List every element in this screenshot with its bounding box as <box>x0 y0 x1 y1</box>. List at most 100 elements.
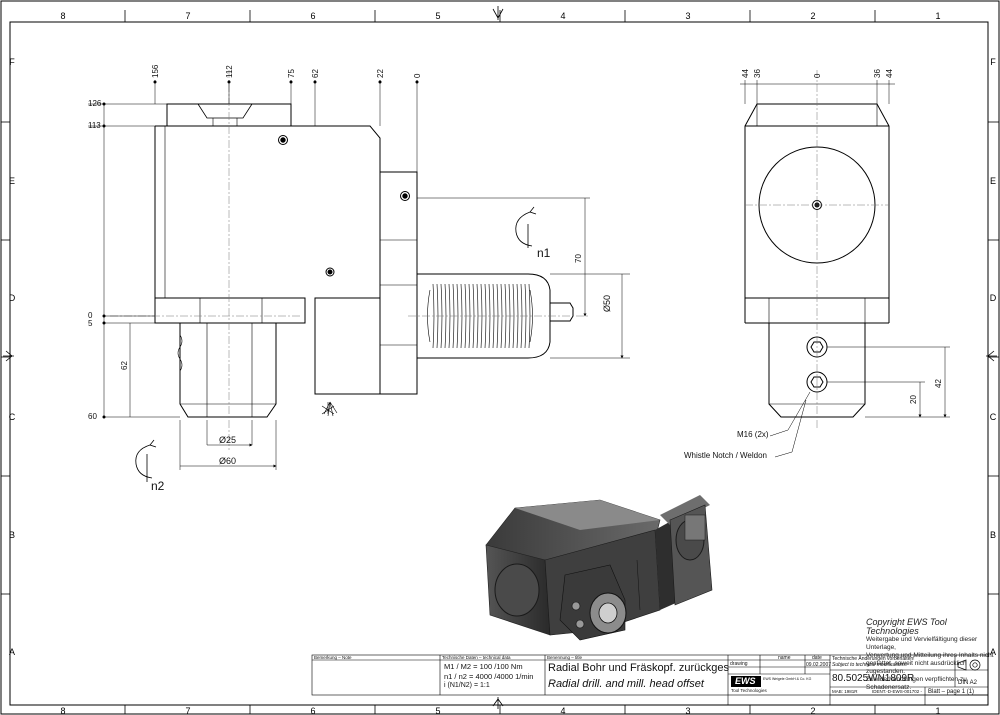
ews-logo-sub: Tool Technologies <box>731 688 767 693</box>
front-left-dim-label: 126 <box>88 99 102 108</box>
front-left-dim-label: 0 <box>88 311 93 320</box>
front-dimensions <box>88 80 630 470</box>
date-value: 09.02.2007 <box>806 662 832 668</box>
front-top-dim-label: 62 <box>311 69 320 78</box>
drawing-title-en: Radial drill. and mill. head offset <box>548 678 704 690</box>
sheet-page: Blatt – page 1 (1) <box>928 689 975 695</box>
sheet-format: DIN A2 <box>958 680 978 686</box>
spindle-threads <box>427 283 533 349</box>
column-label: 3 <box>685 706 690 715</box>
row-label: D <box>990 293 997 303</box>
front-top-dim-label: 112 <box>225 65 234 78</box>
side-dimensions <box>740 80 950 458</box>
row-label: E <box>990 176 996 186</box>
front-centerlines <box>110 70 590 450</box>
tech-label: Technische Daten – technical data <box>442 655 511 660</box>
part-number: 80.5025WN1809R <box>832 673 915 684</box>
dia-shank-label: Ø25 <box>219 435 237 445</box>
centering-marks <box>3 6 997 709</box>
column-label: 5 <box>435 706 440 715</box>
rotation-n2-icon <box>135 439 157 482</box>
column-label: 2 <box>810 11 815 21</box>
row-label: F <box>990 57 996 67</box>
m16-callout: M16 (2x) <box>737 430 769 439</box>
ews-logo <box>731 676 761 687</box>
row-label: A <box>9 647 15 657</box>
ratio-value: i (N1/N2) = 1:1 <box>444 682 490 689</box>
front-left-dim-label: 62 <box>120 361 129 370</box>
row-ticks <box>1 121 999 595</box>
n2-label: n2 <box>151 479 165 493</box>
column-label: 3 <box>685 11 690 21</box>
date-label: date <box>812 655 822 661</box>
copyright-note: Copyright EWS Tool Technologies Weiterga… <box>866 618 1000 692</box>
row-label: F <box>9 57 15 67</box>
row-label: A <box>990 647 996 657</box>
copyright-title: Copyright EWS Tool Technologies <box>866 617 947 636</box>
torque-value: M1 / M2 = 100 /100 Nm <box>444 662 523 671</box>
projection-symbol-icon <box>957 659 981 671</box>
row-label: E <box>9 176 15 186</box>
front-left-dim-label: 5 <box>88 319 93 328</box>
column-label: 6 <box>310 706 315 715</box>
front-left-dim-label: 113 <box>88 121 101 130</box>
row-label: D <box>9 293 16 303</box>
front-top-dim-label: 156 <box>151 64 160 78</box>
isometric-render <box>485 495 713 641</box>
n1-label: n1 <box>537 246 551 260</box>
side-top-dim-label: 44 <box>741 69 750 78</box>
name-label: name <box>778 655 791 661</box>
weldon-callout: Whistle Notch / Weldon <box>684 451 767 460</box>
side-top-dim-label: 36 <box>873 69 882 78</box>
front-dim-ticks <box>102 80 419 419</box>
front-top-dim-label: 75 <box>287 69 296 78</box>
copyright-line: Weitergabe und Vervielfältigung dieser U… <box>866 636 978 651</box>
company-name: EWS Weigele GmbH & Co. KG <box>763 677 812 681</box>
rotation-n1-icon <box>515 206 537 248</box>
side-centerlines <box>745 70 889 430</box>
column-label: 6 <box>310 11 315 21</box>
front-left-dim-label: 60 <box>88 412 97 421</box>
column-label: 5 <box>435 11 440 21</box>
column-label: 2 <box>810 706 815 715</box>
speed-value: n1 / n2 = 4000 /4000 1/min <box>444 672 534 681</box>
copyright-line: gestattet, soweit nicht ausdrücklich zug… <box>866 660 967 675</box>
column-label: 8 <box>60 706 65 715</box>
column-label: 1 <box>935 706 940 715</box>
column-label: 4 <box>560 706 565 715</box>
side-top-dim-label: 36 <box>753 69 762 78</box>
side-top-dim-label: 44 <box>885 69 894 78</box>
column-label: 4 <box>560 11 565 21</box>
modification-note-de: Technische Änderungen vorbehalten! <box>832 656 915 662</box>
dim-70-label: 70 <box>574 254 583 263</box>
coolant-spray-icon <box>323 401 338 417</box>
drawing-label: drawing <box>730 661 748 667</box>
side-top-dim-label: 0 <box>813 73 822 78</box>
row-label: C <box>9 412 16 422</box>
column-label: 7 <box>185 706 190 715</box>
dim-42-label: 42 <box>934 379 943 388</box>
front-top-dim-label: 22 <box>376 69 385 78</box>
column-label: 7 <box>185 11 190 21</box>
row-label: B <box>9 530 15 540</box>
row-label: B <box>990 530 996 540</box>
ident-label: IDENT.-D-EWS-001702 - <box>872 689 923 694</box>
row-label: C <box>990 412 997 422</box>
dim-20-label: 20 <box>909 395 918 404</box>
drawing-title-de: Radial Bohr und Fräskopf. zurückges <box>548 662 729 674</box>
dia-spindle-label: Ø50 <box>602 294 612 312</box>
dia-flange-label: Ø60 <box>219 456 237 466</box>
column-label: 1 <box>935 11 940 21</box>
mass-label: MAB: 1981R <box>832 689 858 694</box>
copyright-line: Verwertung und Mitteilung ihres Inhalts … <box>866 652 994 659</box>
title-block <box>311 654 989 706</box>
column-ticks <box>124 10 876 714</box>
ews-logo-text: EWS <box>735 676 756 686</box>
modification-note-en: Subject to technical modifications! <box>832 662 908 668</box>
front-top-dim-label: 0 <box>413 73 422 78</box>
front-view <box>154 103 574 418</box>
copyright-line: Zuwiderhandlungen verpflichten zu Schade… <box>866 676 967 691</box>
desc-label: Benennung – title <box>547 655 583 660</box>
